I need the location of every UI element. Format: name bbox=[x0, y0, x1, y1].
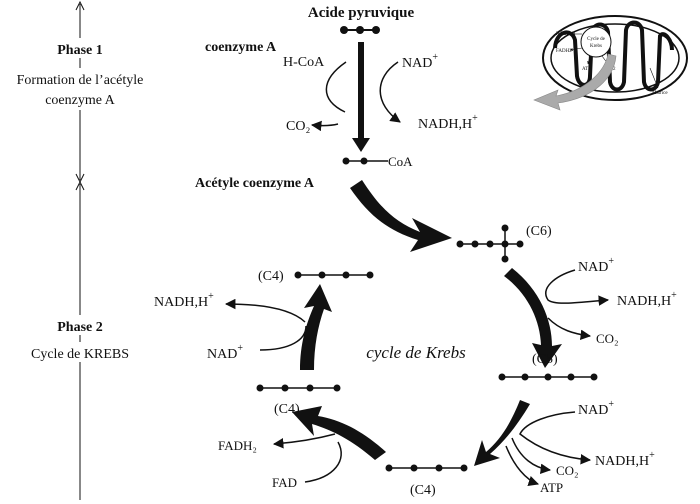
c4-left-molecule bbox=[256, 384, 341, 392]
nad-label-left: NAD+ bbox=[207, 343, 243, 362]
nad-label-top: NAD+ bbox=[402, 52, 438, 71]
nad-arc-left bbox=[259, 325, 307, 351]
nad-label-r1: NAD+ bbox=[578, 256, 614, 275]
c4-bottom-label: (C4) bbox=[410, 483, 436, 498]
c5-molecule bbox=[498, 373, 598, 381]
main-arrowhead bbox=[352, 138, 370, 152]
nadh-label-top: NADH,H+ bbox=[418, 113, 478, 132]
c6-label: (C6) bbox=[526, 224, 552, 239]
fad-label: FAD bbox=[272, 475, 297, 490]
mito-nadh-label: NADH,H bbox=[556, 32, 576, 37]
co2-arrow bbox=[310, 120, 339, 132]
phase1-description-2: coenzyme A bbox=[45, 93, 115, 108]
nadh-label-r1: NADH,H+ bbox=[617, 290, 677, 309]
acetyl-coa-molecule bbox=[342, 157, 388, 165]
pyruvate-molecule bbox=[340, 26, 380, 34]
cycle-center-label: cycle de Krebs bbox=[366, 343, 466, 362]
nad-label-r2: NAD+ bbox=[578, 399, 614, 418]
phase1-description: Formation de l’acétyle bbox=[17, 73, 144, 88]
acetyl-entry-arrow bbox=[350, 180, 452, 252]
c4-top-left-molecule bbox=[294, 271, 374, 279]
fad-arc bbox=[304, 441, 342, 483]
citrate-c6-molecule bbox=[456, 224, 524, 263]
coenzyme-a-label: coenzyme A bbox=[205, 40, 277, 55]
pyruvic-acid-label: Acide pyruvique bbox=[308, 5, 415, 21]
co2-label-r2: CO₂ bbox=[556, 463, 579, 478]
mito-fadh2-label: FADH2 bbox=[556, 49, 572, 54]
co2-arrow-r2 bbox=[511, 437, 552, 475]
acetyl-coa-label: Acétyle coenzyme A bbox=[195, 176, 315, 191]
phase2-description: Cycle de KREBS bbox=[31, 347, 129, 362]
zoom-arrow-icon bbox=[533, 53, 617, 111]
co2-arrow-r1 bbox=[547, 317, 592, 341]
mitochondrion-inset: Cycle de Krebs NADH,H FADH2 ATP CO2 Matr… bbox=[533, 15, 688, 111]
arrow-c4-to-c4-top bbox=[300, 284, 332, 370]
atp-arrow bbox=[505, 445, 539, 486]
phase2-title: Phase 2 bbox=[57, 320, 103, 335]
fadh2-arrow bbox=[272, 433, 336, 449]
co2-label: CO₂ bbox=[286, 119, 310, 134]
hcoa-label: H-CoA bbox=[283, 55, 325, 70]
nad-nadh-arrow-r2 bbox=[519, 411, 592, 465]
c4-top-left-label: (C4) bbox=[258, 269, 284, 284]
c4-left-label: (C4) bbox=[274, 402, 300, 417]
nadh-label-r2: NADH,H+ bbox=[595, 450, 655, 469]
hcoa-arc bbox=[325, 61, 347, 113]
arrow-c6-to-c5 bbox=[504, 268, 562, 368]
nadh-arrow-left bbox=[224, 298, 306, 323]
nad-to-nadh-arrow bbox=[379, 61, 401, 123]
c5-label: (C5) bbox=[532, 352, 558, 367]
atp-label: ATP bbox=[540, 480, 563, 495]
coa-label: CoA bbox=[388, 154, 413, 169]
phase1-title: Phase 1 bbox=[57, 43, 103, 58]
arrow-c5-to-c4 bbox=[474, 400, 530, 466]
c4-bottom-molecule bbox=[385, 464, 468, 472]
mito-cycle-label: Cycle de bbox=[587, 37, 605, 42]
nad-nadh-arrow-r1 bbox=[545, 269, 610, 306]
mito-cycle-label-2: Krebs bbox=[590, 44, 602, 49]
arrow-c4-to-c4-left bbox=[292, 406, 386, 460]
mito-matrix-label: Matrice bbox=[652, 91, 668, 96]
fadh2-label: FADH₂ bbox=[218, 438, 257, 453]
co2-label-r1: CO₂ bbox=[596, 331, 619, 346]
mito-atp-label: ATP bbox=[582, 67, 591, 72]
nadh-label-left: NADH,H+ bbox=[154, 291, 214, 310]
